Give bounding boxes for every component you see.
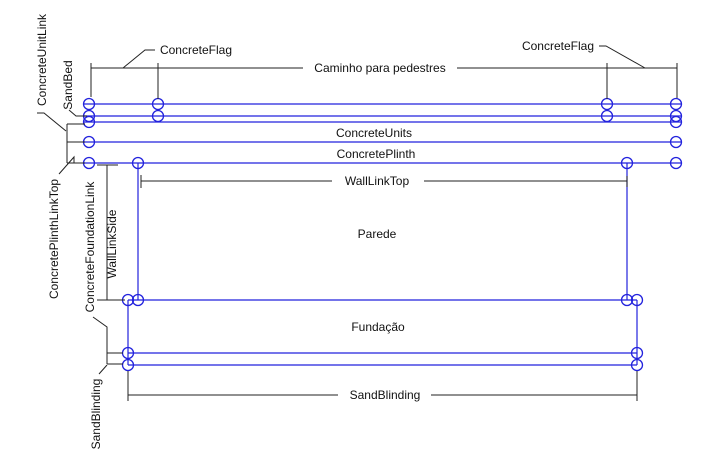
link-node	[669, 115, 683, 129]
vertical-labels: ConcreteUnitLink SandBed ConcretePlinthL…	[35, 13, 119, 449]
link-node	[669, 156, 683, 170]
link-node	[630, 358, 644, 372]
label-concrete-plinth-link-top: ConcretePlinthLinkTop	[47, 179, 61, 299]
link-node	[669, 135, 683, 149]
label-caminho-para-pedestres: Caminho para pedestres	[314, 61, 445, 75]
label-concrete-unit-link: ConcreteUnitLink	[35, 13, 49, 106]
sand-bed-leader	[68, 109, 87, 117]
annotation-lines	[37, 45, 678, 401]
link-node	[121, 358, 135, 372]
concrete-flag-right-leader	[599, 45, 646, 69]
link-node	[131, 156, 145, 170]
link-node	[669, 97, 683, 111]
link-node	[131, 293, 145, 307]
label-concrete-foundation-link: ConcreteFoundationLink	[83, 181, 97, 313]
label-wall-link-side: WallLinkSide	[105, 209, 119, 278]
link-node	[151, 109, 165, 123]
label-concrete-flag-left: ConcreteFlag	[160, 43, 232, 57]
link-node	[82, 115, 96, 129]
link-node	[620, 293, 634, 307]
concrete-foundation-link-leader	[92, 316, 108, 364]
sand-blinding-left-leader	[98, 364, 108, 375]
label-fundacao: Fundação	[351, 320, 405, 334]
label-sand-bed: SandBed	[61, 60, 75, 109]
label-wall-link-top: WallLinkTop	[345, 174, 410, 188]
concrete-unit-link-leader	[37, 112, 67, 132]
link-node	[620, 156, 634, 170]
concrete-plinth-link-top-leader	[58, 155, 75, 175]
concrete-flag-left-leader	[122, 49, 155, 69]
label-concrete-units: ConcreteUnits	[336, 126, 412, 140]
label-concrete-flag-right: ConcreteFlag	[522, 39, 594, 53]
link-node	[630, 346, 644, 360]
link-node	[82, 97, 96, 111]
label-concrete-plinth: ConcretePlinth	[337, 147, 416, 161]
label-sand-blinding-left: SandBlinding	[89, 379, 103, 450]
link-node	[630, 293, 644, 307]
label-parede: Parede	[358, 227, 397, 241]
blue-element-lines	[84, 103, 681, 366]
link-node	[600, 109, 614, 123]
link-node	[669, 109, 683, 123]
horizontal-labels: ConcreteFlag ConcreteFlag Caminho para p…	[160, 39, 594, 402]
label-sand-blinding-bottom: SandBlinding	[350, 388, 421, 402]
